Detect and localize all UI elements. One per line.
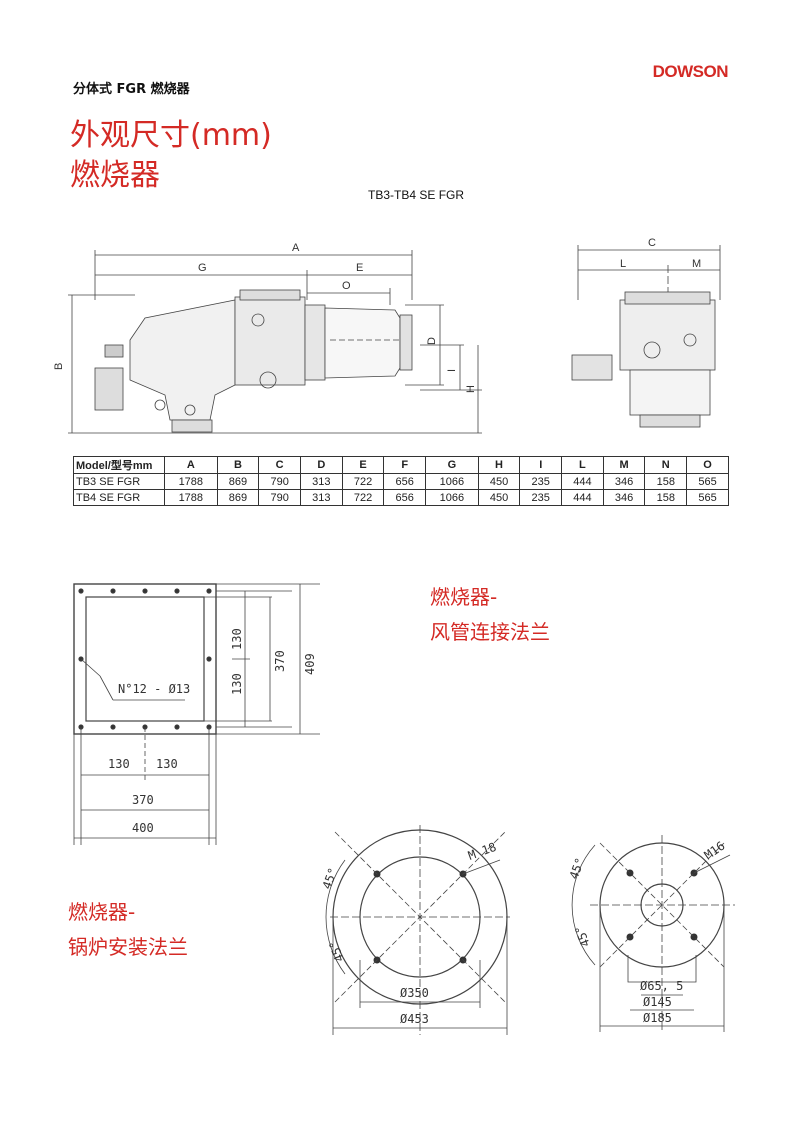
table-cell: 235 (519, 473, 563, 490)
dim-vert-130-upper: 130 (230, 628, 244, 650)
dim-horiz-400: 400 (132, 821, 154, 835)
table-cell: 444 (561, 489, 604, 506)
col-header: O (686, 456, 729, 474)
left-diameter-453: Ø453 (400, 1012, 429, 1026)
dim-vert-130-lower: 130 (230, 673, 244, 695)
table-cell: 450 (477, 473, 521, 490)
col-header: C (258, 456, 301, 474)
page-subtitle: 燃烧器 (70, 158, 160, 193)
table-cell: TB3 SE FGR (73, 473, 165, 490)
table-cell: 1066 (425, 473, 479, 490)
dim-D: D (426, 337, 438, 345)
dim-O: O (342, 280, 351, 292)
dim-B: B (53, 363, 65, 370)
table-cell: 1066 (425, 489, 479, 506)
right-diameter-145: Ø145 (643, 995, 672, 1009)
right-thread-label: M16 (702, 839, 728, 863)
table-cell: 790 (258, 489, 301, 506)
boiler-flange-title-line2: 锅炉安装法兰 (68, 935, 188, 959)
dim-H: H (465, 385, 477, 393)
table-cell: 444 (561, 473, 604, 490)
dim-horiz-130-left: 130 (108, 757, 130, 771)
right-angle-upper: 45° (567, 856, 588, 881)
dim-horiz-370: 370 (132, 793, 154, 807)
col-header: N (644, 456, 688, 474)
product-line-label: 分体式 FGR 燃烧器 (73, 82, 190, 97)
dimension-table: Model/型号mm A B C D E F G H I L M N O TB3… (73, 456, 729, 506)
dim-C: C (648, 237, 656, 249)
dim-L: L (620, 258, 626, 270)
table-row: TB3 SE FGR 1788 869 790 313 722 656 1066… (73, 473, 729, 490)
table-cell: 790 (258, 473, 301, 490)
table-cell: TB4 SE FGR (73, 489, 165, 506)
burner-dimension-drawing: A G E O B D I H C L M (53, 237, 721, 434)
table-cell: 722 (341, 489, 385, 506)
right-diameter-65: Ø65, 5 (640, 979, 683, 993)
col-header: I (519, 456, 563, 474)
table-cell: 450 (477, 489, 521, 506)
table-cell: 158 (644, 473, 688, 490)
dim-vert-370: 370 (273, 650, 287, 672)
table-cell: 656 (383, 489, 427, 506)
table-cell: 1788 (164, 489, 218, 506)
col-header: F (383, 456, 427, 474)
col-header: L (561, 456, 604, 474)
left-thread-label: M 18 (466, 840, 498, 863)
dim-vert-409: 409 (303, 653, 317, 675)
col-header: Model/型号mm (73, 456, 165, 474)
dim-A: A (292, 242, 300, 254)
dim-horiz-130-right: 130 (156, 757, 178, 771)
duct-flange-title-line1: 燃烧器- (430, 585, 498, 609)
col-header: D (300, 456, 343, 474)
col-header: A (164, 456, 218, 474)
left-diameter-350: Ø350 (400, 986, 429, 1000)
col-header: H (477, 456, 521, 474)
hole-count-label: N°12 - Ø13 (118, 682, 190, 696)
dim-M: M (692, 258, 701, 270)
table-cell: 158 (644, 489, 688, 506)
table-cell: 722 (341, 473, 385, 490)
left-angle-lower: 45° (326, 939, 347, 964)
col-header: M (602, 456, 646, 474)
table-cell: 346 (602, 473, 646, 490)
table-row: TB4 SE FGR 1788 869 790 313 722 656 1066… (73, 489, 729, 506)
table-cell: 565 (686, 473, 729, 490)
table-header-row: Model/型号mm A B C D E F G H I L M N O (73, 456, 729, 474)
boiler-flange-title-line1: 燃烧器- (68, 900, 136, 924)
left-angle-upper: 45° (320, 866, 341, 891)
table-cell: 869 (216, 489, 260, 506)
table-cell: 565 (686, 489, 729, 506)
col-header: G (425, 456, 479, 474)
table-cell: 1788 (164, 473, 218, 490)
dim-E: E (356, 262, 363, 274)
page-title: 外观尺寸(mm) (70, 118, 272, 153)
table-cell: 235 (519, 489, 563, 506)
duct-flange-title-line2: 风管连接法兰 (430, 620, 550, 644)
table-cell: 346 (602, 489, 646, 506)
col-header: E (341, 456, 385, 474)
dim-I: I (446, 369, 458, 372)
table-cell: 313 (300, 473, 343, 490)
table-cell: 869 (216, 473, 260, 490)
model-subtitle: TB3-TB4 SE FGR (368, 188, 465, 202)
dim-G: G (198, 262, 207, 274)
table-cell: 313 (300, 489, 343, 506)
col-header: B (216, 456, 260, 474)
table-cell: 656 (383, 473, 427, 490)
right-diameter-185: Ø185 (643, 1011, 672, 1025)
right-angle-lower: 45° (572, 924, 593, 949)
brand-logo: DOWSON (652, 62, 729, 81)
